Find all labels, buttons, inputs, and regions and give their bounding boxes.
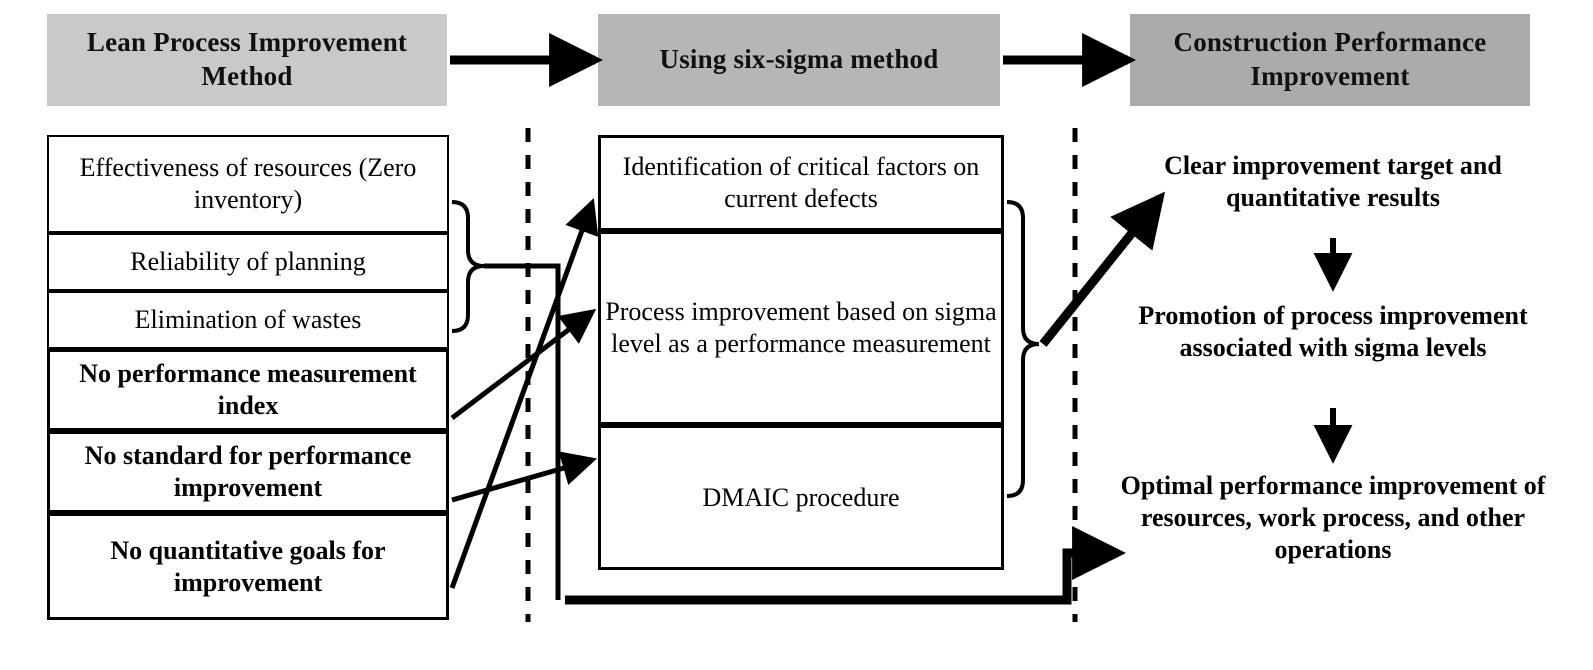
diagonal-arrow-to-process-improvement	[450, 308, 597, 420]
outcome-clear-improvement-target: Clear improvement target and quantitativ…	[1164, 151, 1502, 213]
lean-item-reliability-of-planning: Reliability of planning	[47, 233, 449, 291]
outcome-optimal-performance-improvement: Optimal performance improvement of resou…	[1120, 471, 1546, 565]
diagonal-arrow-to-dmaic	[451, 451, 598, 503]
brace-leadout-line	[484, 263, 561, 600]
lean-item-no-quantitative-goals-for-improvement: No quantitative goals for improvement	[47, 513, 449, 620]
lean-item-no-standard-for-performance-improvement: No standard for performance improvement	[47, 431, 449, 513]
lean-item-no-performance-measurement-index: No performance measurement index	[47, 349, 449, 431]
brace-sixsigma-steps-group	[1006, 200, 1040, 498]
header-lean-process-improvement-method: Lean Process Improvement Method	[47, 14, 447, 106]
lean-item-elimination-of-wastes: Elimination of wastes	[47, 291, 449, 349]
sixsigma-item-identification-of-critical-factors: Identification of critical factors on cu…	[598, 135, 1004, 231]
header-using-six-sigma-method: Using six-sigma method	[598, 14, 1000, 106]
sixsigma-item-dmaic-procedure: DMAIC procedure	[598, 425, 1004, 570]
brace-lean-items-group	[451, 200, 485, 333]
lean-item-effectiveness-of-resources: Effectiveness of resources (Zero invento…	[47, 135, 449, 233]
sixsigma-item-process-improvement-sigma-level: Process improvement based on sigma level…	[598, 231, 1004, 425]
header-construction-performance-improvement: Construction Performance Improvement	[1130, 14, 1530, 106]
diagonal-arrow-to-identification	[449, 198, 599, 589]
outcome-promotion-of-process-improvement: Promotion of process improvement associa…	[1138, 301, 1528, 363]
